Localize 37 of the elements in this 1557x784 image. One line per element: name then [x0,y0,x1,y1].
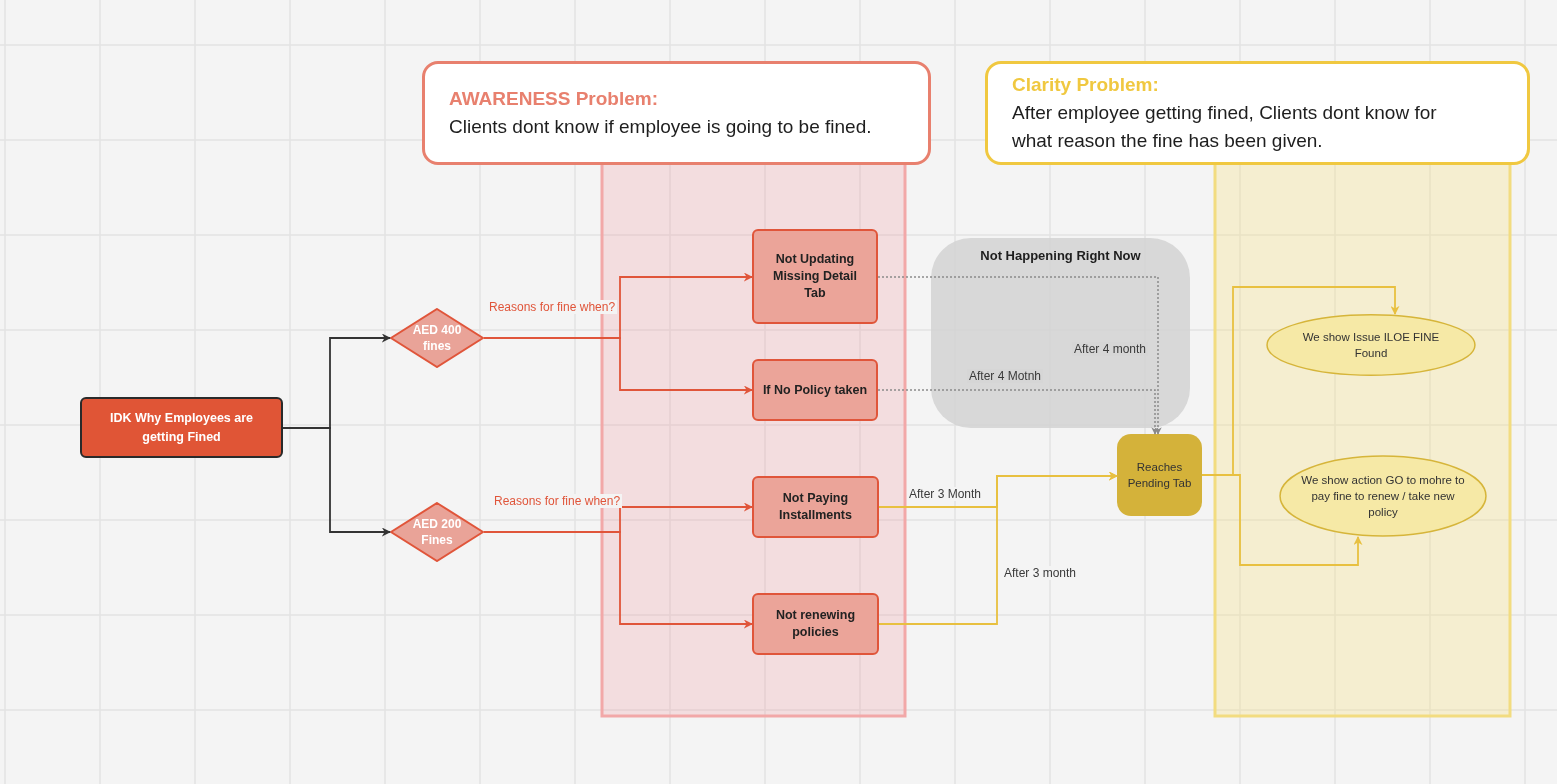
callout-heading: Clarity Problem: [1012,73,1159,97]
outcome-ellipse [1279,455,1487,537]
process-box [752,476,879,538]
callout-text: After employee getting fined, Clients dont know for what reason the fine has been given. [1012,101,1438,153]
node-label: Not Paying Installments [778,490,853,524]
process-box [752,593,879,655]
node-label: Not Updating Missing Detail Tab [771,251,858,302]
node-label: If No Policy taken [762,381,868,399]
node-label: We show Issue ILOE FINE Found [1301,330,1441,361]
node-label: Reaches Pending Tab [1126,460,1193,491]
arrow [282,427,391,537]
outcome-ellipse [1266,314,1476,376]
node-label: We show action GO to mohre to pay fine to renew / take new policy [1301,473,1465,520]
dotted-arrow [877,389,1159,435]
dotted-arrow [877,276,1162,435]
region-heading: Not Happening Right Now [979,248,1142,263]
edge-label: After 4 month [1072,342,1149,356]
decision-diamond [390,502,484,562]
edge-label: After 4 Motnh [967,369,1044,383]
callout-heading: AWARENESS Problem: [449,87,659,111]
process-box [752,229,878,324]
problem-callout [985,61,1530,165]
node-label: AED 400 fines [411,322,463,354]
process-box [752,359,878,421]
callout-text: Clients dont know if employee is going to be fined. [449,115,872,139]
node-label: Not renewing policies [774,607,857,641]
arrow [878,471,1118,625]
start-box [80,397,283,458]
edge-label: After 3 Month [907,487,984,501]
decision-diamond [390,308,484,368]
edge-label: After 3 month [1002,566,1079,580]
edge-label: Reasons for fine when? [487,300,618,314]
process-box [1117,434,1202,516]
node-label: IDK Why Employees are getting Fined [108,409,255,446]
edge-label: Reasons for fine when? [492,494,623,508]
problem-callout [422,61,931,165]
node-label: AED 200 Fines [411,516,463,548]
